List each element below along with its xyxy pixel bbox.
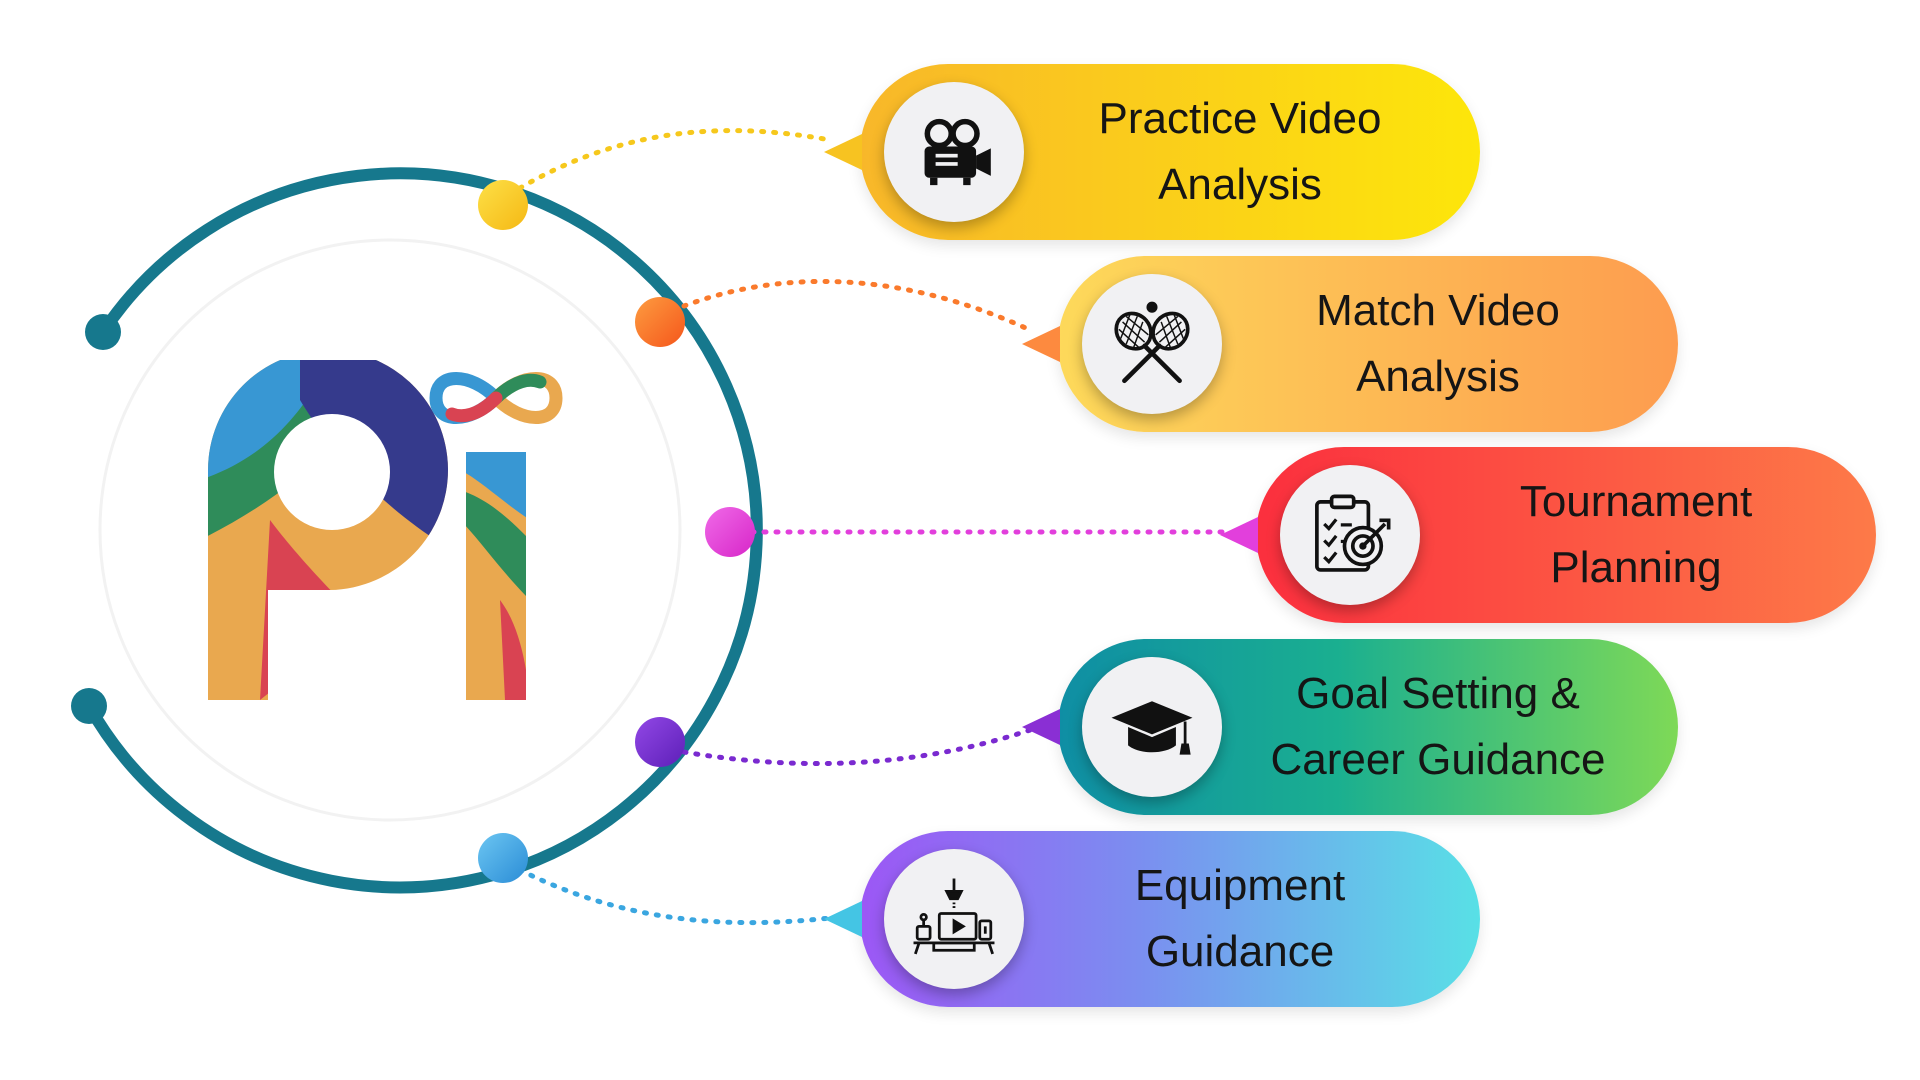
- node-goal: [635, 717, 685, 767]
- card-pointer: [1022, 709, 1060, 745]
- card-pointer: [824, 134, 862, 170]
- tennis-rackets-icon: [1082, 274, 1222, 414]
- ring-end-top: [85, 314, 121, 350]
- card-equipment-guidance[interactable]: Equipment Guidance: [824, 831, 1480, 1007]
- node-match: [635, 297, 685, 347]
- card-match-video-analysis[interactable]: Match Video Analysis: [1022, 256, 1678, 432]
- connector-goal: [681, 727, 1033, 767]
- card-label: Equipment Guidance: [1134, 861, 1346, 976]
- graduation-cap-icon: [1082, 657, 1222, 797]
- node-equipment: [478, 833, 528, 883]
- pi-logo: [208, 360, 563, 700]
- node-tournament: [705, 507, 755, 557]
- card-pointer: [1220, 517, 1258, 553]
- connector-practice: [517, 128, 833, 191]
- card-label: Goal Setting & Career Guidance: [1270, 669, 1606, 784]
- connector-match: [681, 278, 1033, 333]
- card-pointer: [1022, 326, 1060, 362]
- card-pointer: [824, 901, 862, 937]
- equipment-setup-icon: [884, 849, 1024, 989]
- card-label: Match Video Analysis: [1316, 286, 1560, 401]
- card-label: Tournament Planning: [1519, 477, 1753, 592]
- card-goal-setting-career-guidance[interactable]: Goal Setting & Career Guidance: [1022, 639, 1678, 815]
- infinity-symbol: [429, 372, 563, 424]
- card-label: Practice Video Analysis: [1098, 94, 1382, 209]
- video-camera-icon: [884, 82, 1024, 222]
- node-practice: [478, 180, 528, 230]
- ring-end-bottom: [71, 688, 107, 724]
- card-tournament-planning[interactable]: Tournament Planning: [1220, 447, 1876, 623]
- card-practice-video-analysis[interactable]: Practice Video Analysis: [824, 64, 1480, 240]
- connector-equipment: [517, 867, 833, 926]
- ring-arc: [83, 167, 763, 894]
- clipboard-target-icon: [1280, 465, 1420, 605]
